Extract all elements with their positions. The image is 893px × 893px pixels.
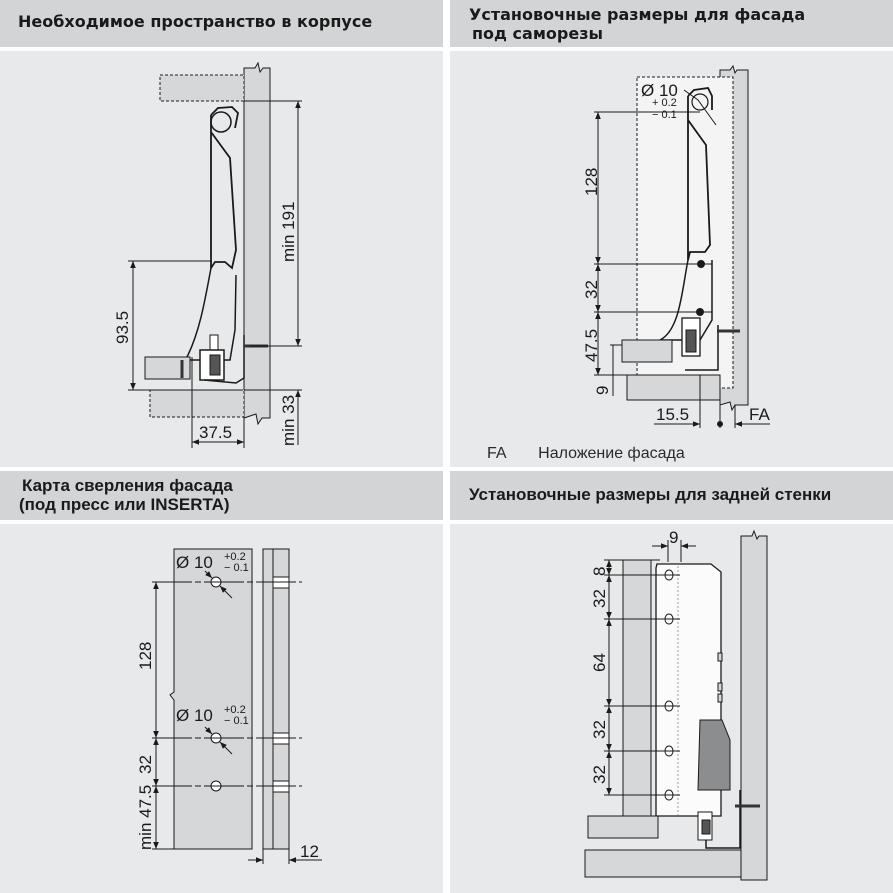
dim-12: 12 [300, 842, 319, 861]
header-back-wall-title: Установочные размеры для задней стенки [469, 485, 832, 504]
dim-47-5: 47.5 [582, 329, 601, 362]
legend-key: FA [487, 445, 506, 462]
dim-128-drill: 128 [136, 642, 155, 670]
dim-tol-minus-upper: − 0.1 [224, 562, 249, 574]
dim-37-5: 37.5 [199, 423, 232, 442]
header-front-title-1: Установочные размеры для фасада [469, 5, 806, 24]
drawer-bottom-2 [621, 339, 673, 363]
dim-tol-minus-lower: − 0.1 [224, 715, 249, 727]
legend-fa: FA Наложение фасада [487, 445, 685, 463]
dim-9: 9 [593, 386, 612, 395]
dim-tol-plus-upper: +0.2 [224, 551, 246, 563]
front-panel-face [169, 548, 253, 850]
header-drilling-title-1: Карта сверления фасада [22, 476, 233, 495]
dim-128: 128 [582, 168, 601, 196]
dim-32: 32 [582, 280, 601, 299]
lower-shelf-dashed [149, 389, 245, 418]
header-drilling-title-2: (под пресс или INSERTA) [19, 495, 230, 514]
dim-hole-d10-lower: Ø 10 [176, 706, 213, 725]
header-back-wall: Установочные размеры для задней стенки [450, 471, 893, 520]
header-drilling-map: Карта сверления фасада (под пресс или IN… [0, 471, 443, 520]
dim-9-back: 9 [669, 528, 678, 547]
header-space-title: Необходимое пространство в корпусе [18, 12, 373, 31]
dim-8: 8 [590, 567, 609, 576]
front-panel-edge [262, 548, 290, 850]
dim-32-drill: 32 [136, 755, 155, 774]
header-front-mounting-screws: Установочные размеры для фасада под само… [450, 0, 893, 47]
drawing-space-in-cabinet [128, 61, 302, 448]
cabinet-bottom-2 [626, 374, 721, 401]
dim-32-back-1: 32 [590, 589, 609, 608]
dim-tol-plus-lower: +0.2 [224, 704, 246, 716]
dim-min-191: min 191 [279, 202, 298, 262]
dim-32-back-2: 32 [590, 720, 609, 739]
drawing-drilling-map [152, 548, 322, 864]
cabinet-side-4 [740, 529, 768, 881]
dim-64: 64 [590, 653, 609, 672]
dim-fa: FA [749, 405, 770, 424]
dim-min-33: min 33 [279, 395, 298, 446]
legend-text: Наложение фасада [538, 445, 685, 462]
drawer-bottom [144, 356, 191, 380]
cabinet-bottom-4 [584, 849, 742, 878]
cabinet-side-wall [243, 61, 271, 426]
drawing-front-mounting [594, 64, 770, 428]
roller [210, 111, 232, 133]
drawer-side-profile-2 [687, 87, 713, 261]
dim-32-back-3: 32 [590, 765, 609, 784]
dim-min-47-5-drill: min 47.5 [136, 785, 155, 850]
dim-hole-d10-upper: Ø 10 [176, 553, 213, 572]
drawer-side-profile [210, 106, 239, 271]
dim-93-5: 93.5 [113, 311, 132, 344]
drawer-bottom-4 [587, 815, 659, 839]
dim-tol-minus: − 0.1 [652, 109, 677, 121]
header-space-in-cabinet: Необходимое пространство в корпусе [0, 0, 443, 47]
back-wall [622, 559, 652, 819]
dim-tol-plus: + 0.2 [652, 97, 677, 109]
upper-shelf-dashed [159, 74, 245, 102]
dim-15-5: 15.5 [656, 405, 689, 424]
runner-cover [697, 719, 731, 791]
drawing-back-wall [584, 529, 768, 881]
dim-hole-d10: Ø 10 [641, 81, 678, 100]
header-front-title-2: под саморезы [472, 24, 603, 43]
